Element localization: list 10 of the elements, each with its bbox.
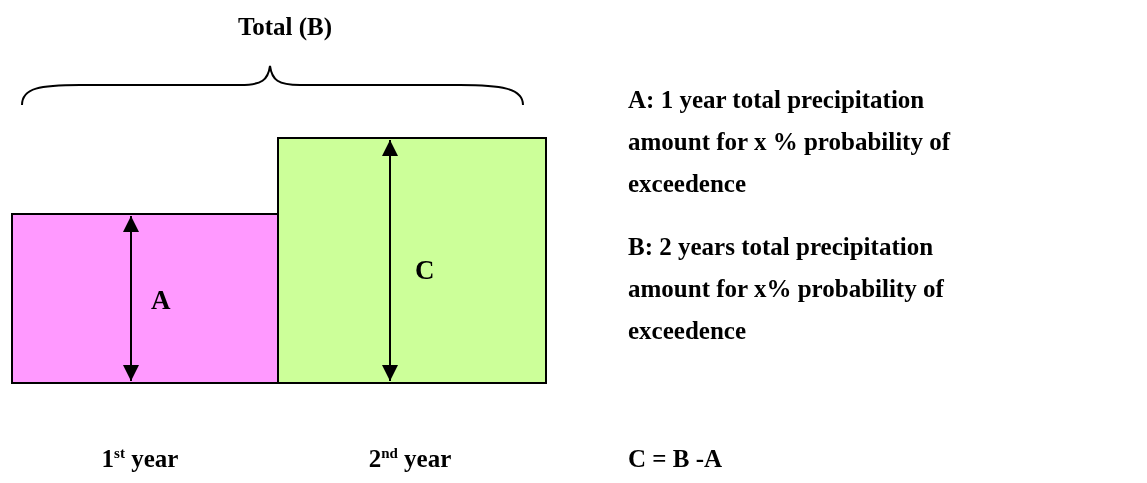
bar-label: A: [151, 285, 171, 316]
definition-text: A: 1 year total precipitation amount for x % probability of exceedence: [628, 85, 952, 199]
axis-label: 1$^{st}$ year: [100, 443, 180, 474]
bar-rect: [277, 137, 547, 384]
heading: Total (B): [236, 12, 334, 42]
bar-rect: [11, 213, 279, 384]
definition-text: B: 2 years total precipitation amount for x% probability of exceedence: [628, 232, 945, 346]
bar-label: C: [415, 255, 435, 286]
formula-text: C = B -A: [628, 444, 724, 474]
axis-label: 2$^{nd}$ year: [367, 443, 453, 474]
